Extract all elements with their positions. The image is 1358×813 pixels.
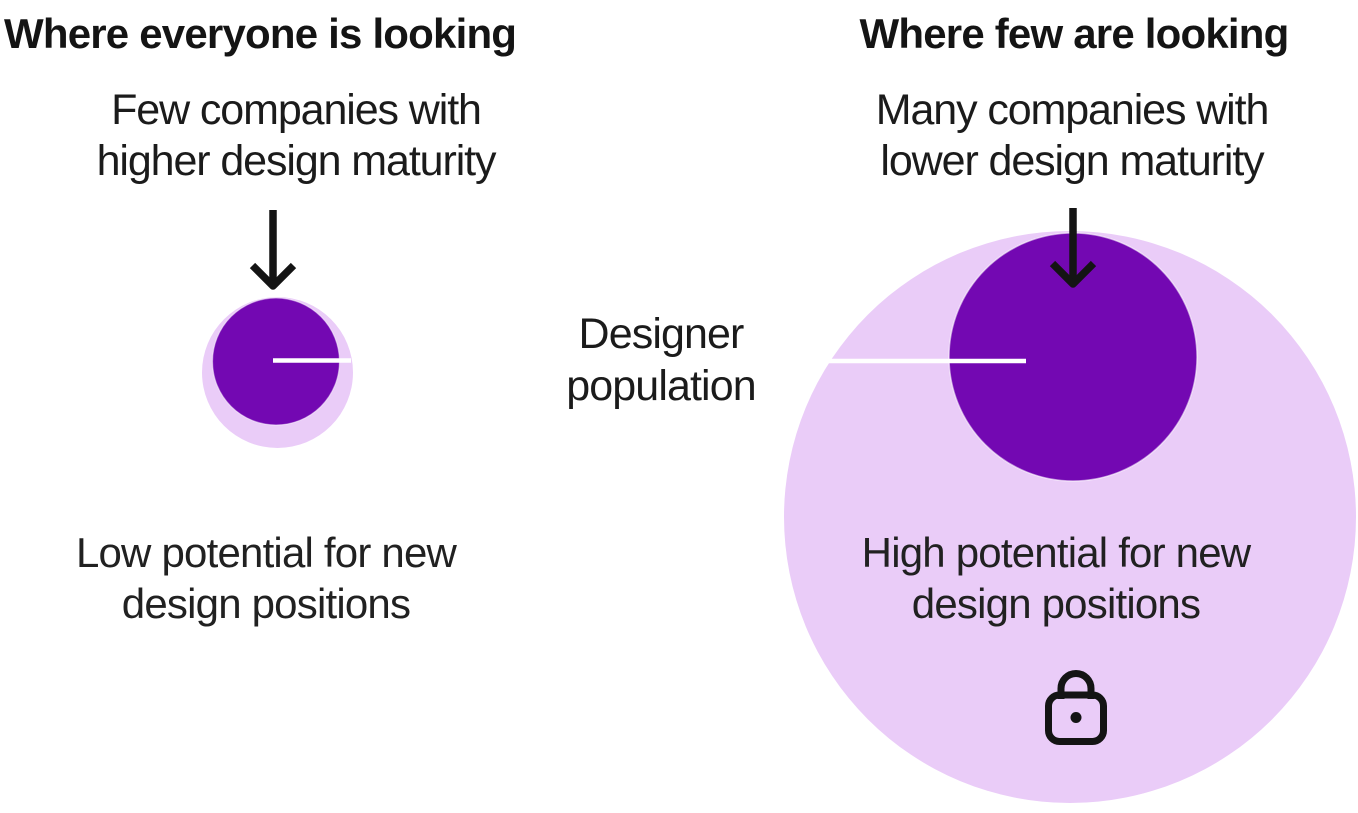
- left-panel-subtitle: Few companies with higher design maturit…: [96, 85, 497, 187]
- right-caption-line1: High potential for new: [861, 529, 1251, 576]
- right-subtitle-line2: lower design maturity: [880, 137, 1264, 185]
- left-caption-line1: Low potential for new: [75, 529, 457, 576]
- right-subtitle-line1: Many companies with: [875, 86, 1270, 134]
- right-panel-title: Where few are looking: [859, 10, 1290, 57]
- right-outer-circle: [784, 231, 1356, 803]
- left-panel-title: Where everyone is looking: [4, 10, 517, 57]
- right-caption-line2: design positions: [911, 580, 1201, 627]
- designer-population-label: Designer population: [566, 308, 756, 412]
- left-caption-line2: design positions: [121, 580, 411, 627]
- left-subtitle-line2: higher design maturity: [96, 137, 497, 185]
- lock-icon: [1045, 670, 1107, 745]
- left-panel-caption: Low potential for new design positions: [75, 527, 457, 629]
- designer-population-line2: population: [566, 362, 756, 410]
- left-down-arrow-icon: [249, 210, 297, 290]
- designer-population-line1: Designer: [578, 310, 745, 358]
- right-down-arrow-icon: [1049, 208, 1097, 288]
- left-subtitle-line1: Few companies with: [111, 86, 482, 134]
- right-panel-subtitle: Many companies with lower design maturit…: [875, 85, 1270, 187]
- right-panel-caption: High potential for new design positions: [862, 527, 1251, 629]
